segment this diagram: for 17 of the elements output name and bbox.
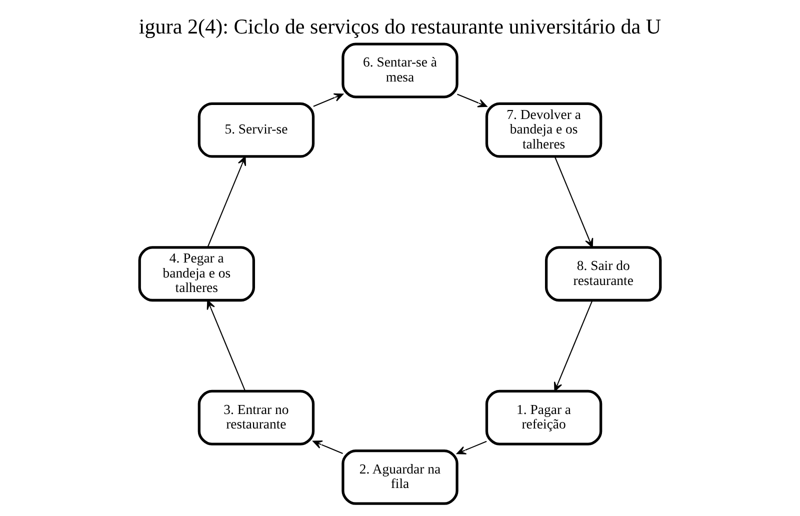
node-box: 5. Servir-se [198, 102, 315, 158]
arrow [457, 94, 488, 108]
node-box: 7. Devolver a bandeja e os talheres [485, 102, 602, 158]
arrow [456, 440, 487, 454]
node-box: 1. Pagar a refeição [485, 390, 602, 446]
arrow [312, 440, 343, 454]
node-box: 3. Entrar no restaurante [198, 390, 315, 446]
arrow [206, 300, 246, 392]
node-box: 2. Aguardar na fila [342, 449, 458, 505]
arrow [313, 93, 344, 107]
arrow [554, 156, 594, 248]
node-box: 6. Sentar-se à mesa [342, 42, 458, 98]
arrow [554, 300, 593, 392]
diagram-title: igura 2(4): Ciclo de serviços do restaurante universitário da U [138, 14, 662, 39]
node-box: 8. Sair do restaurante [544, 246, 662, 302]
arrow [207, 156, 246, 248]
node-box: 4. Pegar a bandeja e os talheres [138, 246, 255, 302]
